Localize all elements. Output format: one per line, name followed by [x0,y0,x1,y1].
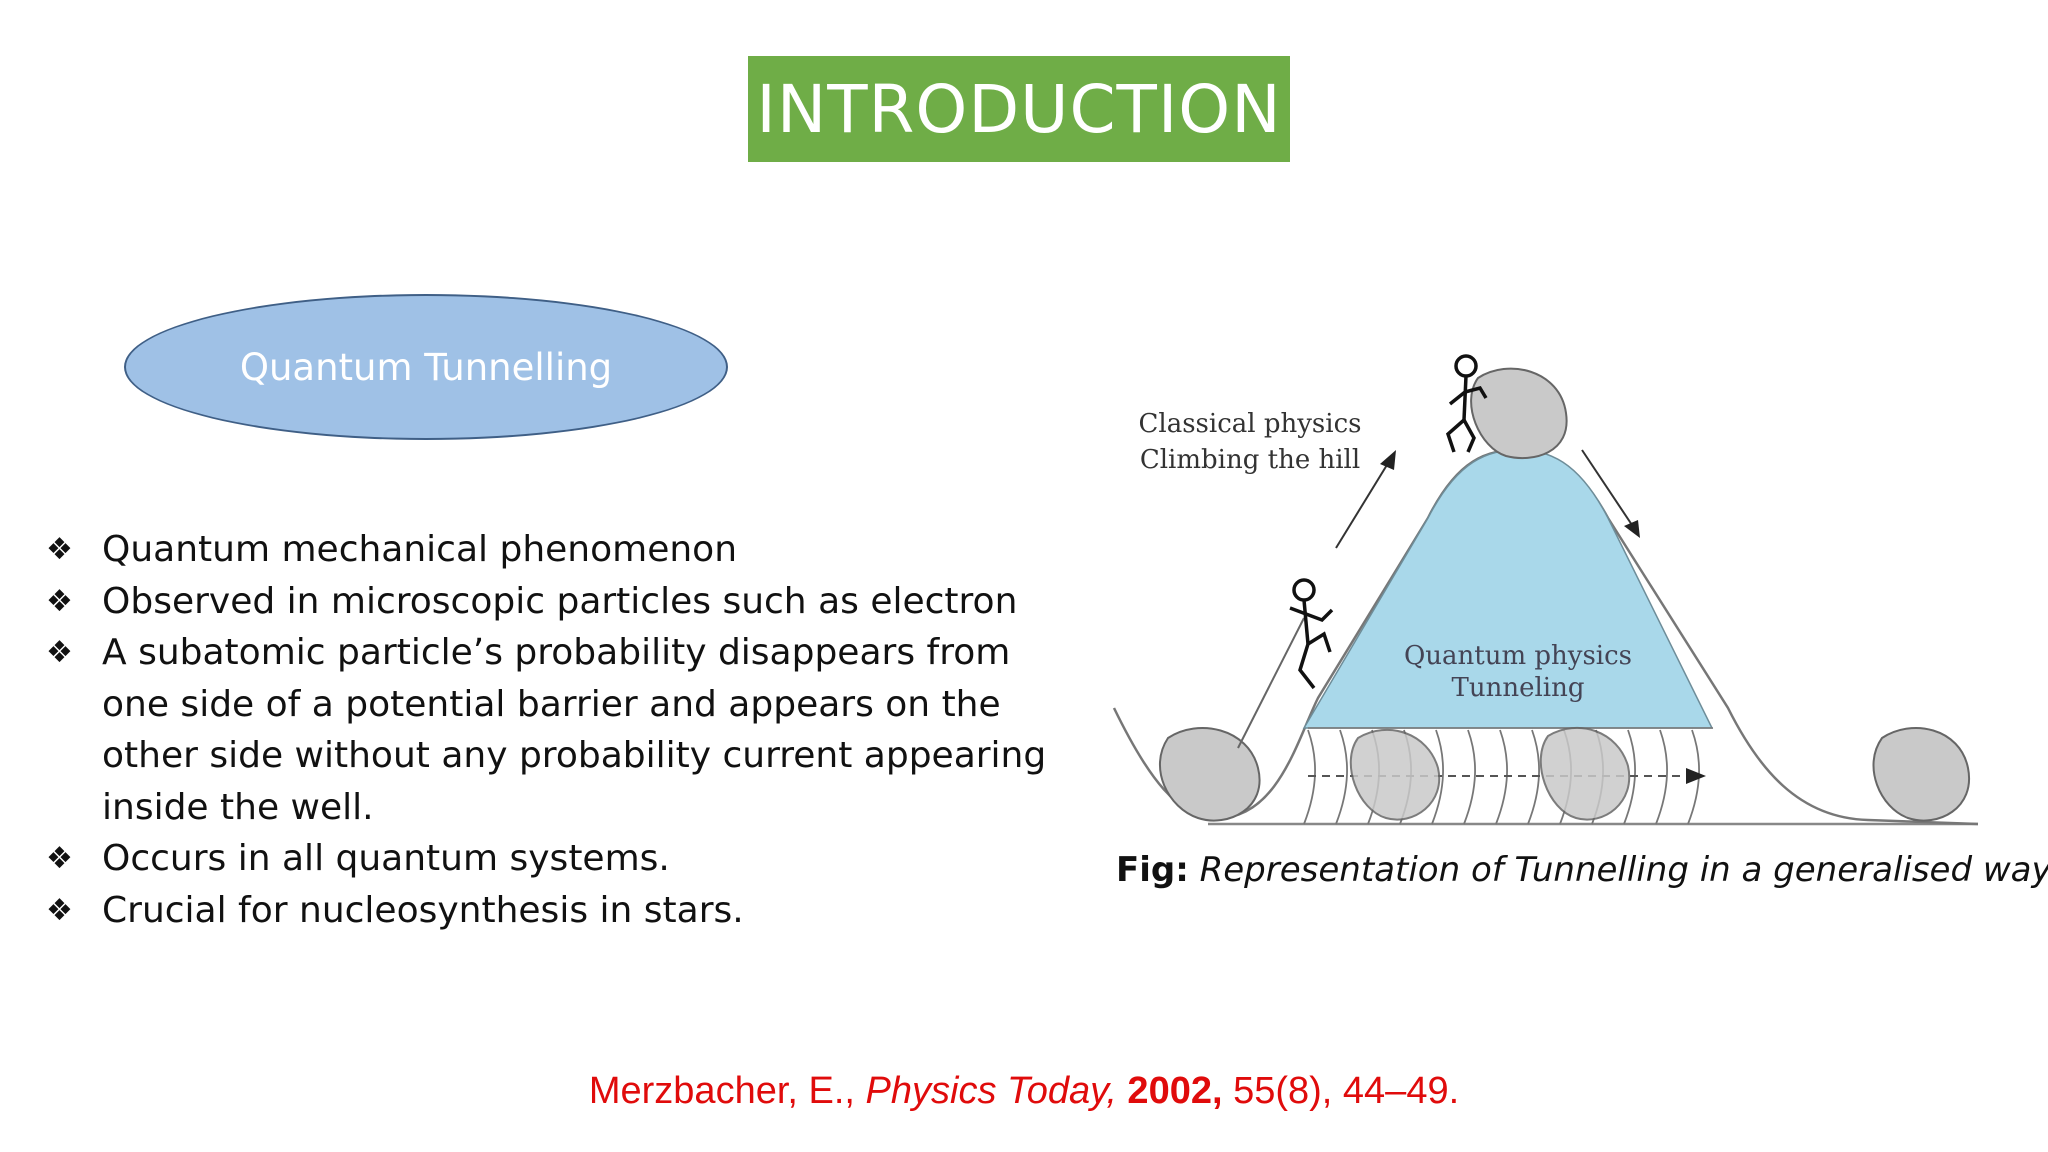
bullet-text: A subatomic particle’s probability disap… [102,632,1047,828]
up-arrow-line [1335,459,1391,549]
bullet-item: ❖ Observed in microscopic particles such… [46,576,1066,628]
bullet-text: Quantum mechanical phenomenon [102,529,738,570]
diamond-bullet-icon: ❖ [46,635,73,670]
boulder-tunneling-1 [1349,729,1441,821]
boulder-tunneling-2 [1539,727,1631,821]
quantum-label-line1: Quantum physics [1404,641,1632,671]
reference-authors: Merzbacher, E., [588,1070,866,1112]
bullet-list: ❖ Quantum mechanical phenomenon ❖ Observ… [46,524,1066,936]
caption-text: Representation of Tunnelling in a genera… [1199,850,2048,890]
diamond-bullet-icon: ❖ [46,841,73,876]
bullet-text: Crucial for nucleosynthesis in stars. [102,889,744,931]
caption-prefix: Fig: [1116,850,1189,890]
down-arrow-line [1581,449,1635,529]
classical-label-line2: Climbing the hill [1140,445,1360,475]
reference-year: 2002, [1116,1070,1223,1112]
boulder-end [1872,727,1971,822]
reference-journal: Physics Today, [865,1070,1117,1112]
topic-ellipse: Quantum Tunnelling [124,294,728,440]
boulder-top [1470,367,1568,460]
diamond-bullet-icon: ❖ [46,583,73,619]
tunnelling-figure: Classical physics Climbing the hill Quan… [1112,354,1979,826]
reference-citation: Merzbacher, E., Physics Today, 2002, 55(… [0,1070,2048,1113]
diamond-bullet-icon: ❖ [46,532,73,567]
down-arrow-head [1624,520,1640,538]
bullet-item: ❖ Quantum mechanical phenomenon [46,524,1066,576]
figure-caption: Fig: Representation of Tunnelling in a g… [1116,850,2048,890]
bullet-item: ❖ A subatomic particle’s probability dis… [46,627,1066,833]
diamond-bullet-icon: ❖ [46,892,73,928]
up-arrow-head [1380,450,1396,470]
title-banner: INTRODUCTION [748,56,1290,162]
reference-details: 55(8), 44–49. [1222,1070,1460,1112]
bullet-text: Occurs in all quantum systems. [102,838,670,879]
stick-figure-climbing [1289,578,1334,690]
topic-label: Quantum Tunnelling [239,345,613,389]
bullet-text: Observed in microscopic particles such a… [102,580,1018,622]
classical-label-line1: Classical physics [1139,409,1362,439]
bullet-item: ❖ Occurs in all quantum systems. [46,833,1066,885]
slide-title: INTRODUCTION [756,70,1282,148]
bullet-item: ❖ Crucial for nucleosynthesis in stars. [46,885,1066,937]
quantum-label-line2: Tunneling [1452,673,1585,703]
tunnel-arrow-head [1686,768,1706,784]
boulder-start [1158,727,1261,822]
stick-figure-top [1445,354,1488,453]
climb-rope [1237,617,1305,749]
